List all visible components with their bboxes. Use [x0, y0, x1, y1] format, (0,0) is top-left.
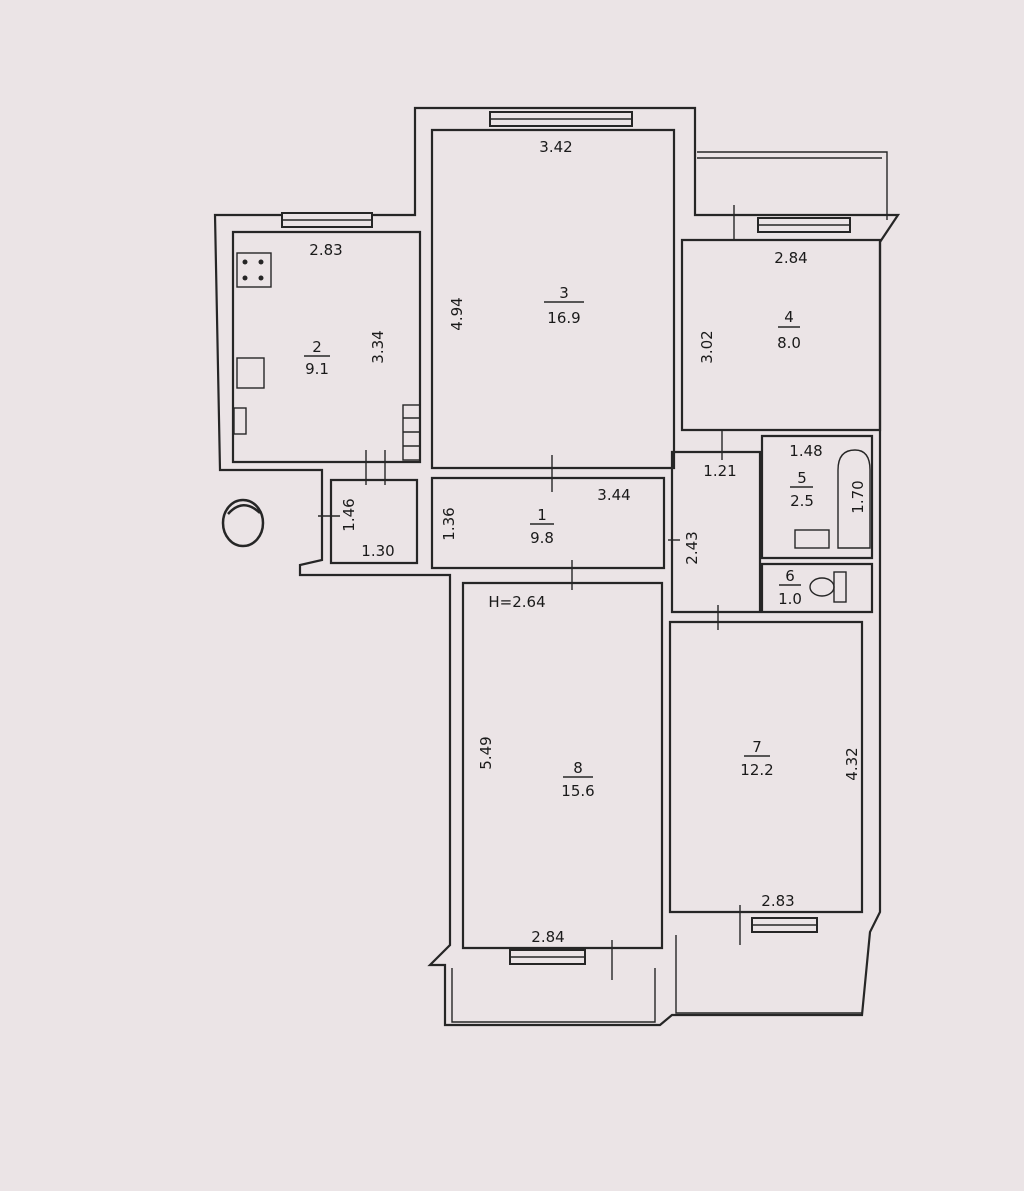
dimension-labels: 3.42 2.83 2.84 1.48 1.21 3.44 1.30 H=2.6… — [309, 138, 867, 946]
room-area-4: 8.0 — [777, 334, 801, 352]
room-number-4: 4 — [784, 308, 794, 326]
dimension-label: 2.84 — [531, 928, 564, 946]
dimension-label: 3.44 — [597, 486, 630, 504]
dimension-label: 3.34 — [369, 330, 387, 363]
dimension-label: 2.83 — [309, 241, 342, 259]
room-number-8: 8 — [573, 759, 583, 777]
room-number-7: 7 — [752, 738, 762, 756]
room-number-1: 1 — [537, 506, 547, 524]
dimension-label: 2.83 — [761, 892, 794, 910]
dimension-label: 1.48 — [789, 442, 822, 460]
ceiling-height: H=2.64 — [488, 593, 545, 611]
dimension-label: 5.49 — [477, 736, 495, 769]
room-area-5: 2.5 — [790, 492, 814, 510]
dimension-label: 2.43 — [683, 531, 701, 564]
dimension-label: 2.84 — [774, 249, 807, 267]
walls — [213, 106, 901, 1027]
dimension-label: 4.32 — [843, 747, 861, 780]
room-area-8: 15.6 — [561, 782, 594, 800]
room-area-7: 12.2 — [740, 761, 773, 779]
dimension-label: 4.94 — [448, 297, 466, 330]
dimension-label: 1.36 — [440, 507, 458, 540]
room-number-3: 3 — [559, 284, 569, 302]
outer-wall — [213, 106, 901, 1027]
dimension-label: 1.46 — [340, 498, 358, 531]
dimension-label: 3.02 — [698, 330, 716, 363]
dimension-label: 1.30 — [361, 542, 394, 560]
room-area-3: 16.9 — [547, 309, 580, 327]
room-area-1: 9.8 — [530, 529, 554, 547]
room-labels: 2 9.1 3 16.9 4 8.0 5 2.5 6 1.0 1 9.8 7 1… — [305, 284, 814, 800]
room-number-5: 5 — [797, 469, 807, 487]
dimension-label: 1.21 — [703, 462, 736, 480]
room-number-6: 6 — [785, 567, 795, 585]
room-area-6: 1.0 — [778, 590, 802, 608]
dimension-label: 3.42 — [539, 138, 572, 156]
room-area-2: 9.1 — [305, 360, 329, 378]
room-number-2: 2 — [312, 338, 322, 356]
dimension-label: 1.70 — [849, 480, 867, 513]
